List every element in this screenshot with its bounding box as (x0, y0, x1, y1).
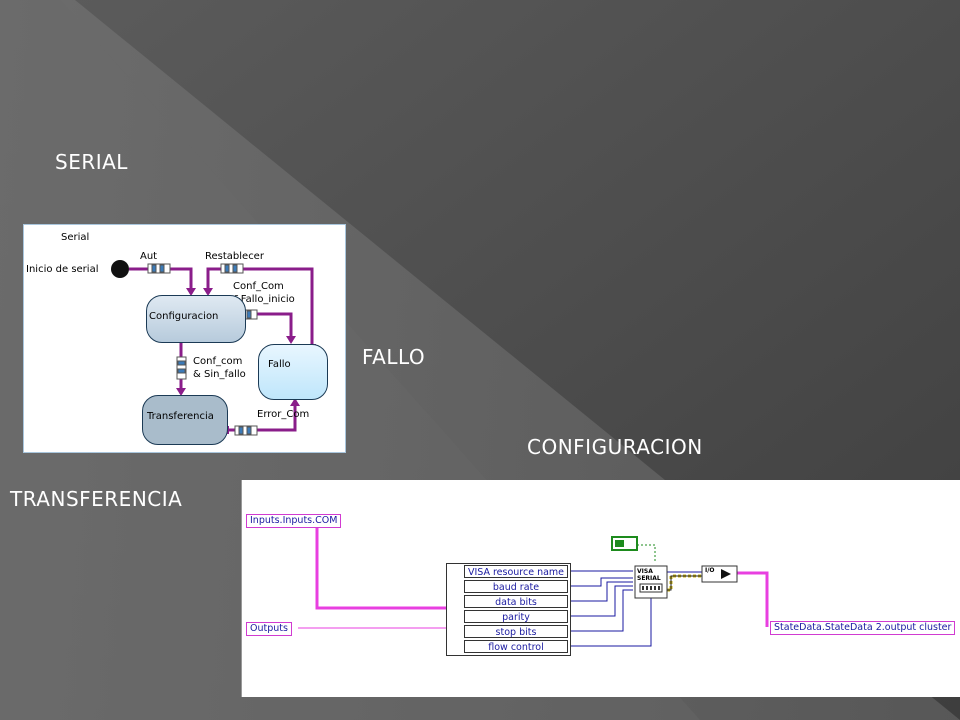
io-icon (701, 565, 738, 583)
statechart-panel: Serial Inicio de serial Aut Restablecer … (23, 224, 346, 453)
output-cluster-terminal[interactable]: StateData.StateData 2.output cluster (770, 621, 956, 635)
blockdiagram-wires (241, 480, 769, 697)
bundle-by-name-node[interactable]: VISA resource name baud rate data bits p… (446, 563, 571, 656)
transition-conf-com-fallo-line2: &Fallo_inicio (233, 294, 295, 305)
bundle-row-stop-bits[interactable]: stop bits (464, 625, 568, 638)
state-fallo[interactable]: Fallo (258, 344, 328, 400)
transition-aut-label: Aut (140, 251, 158, 262)
bundle-row-baud-rate[interactable]: baud rate (464, 580, 568, 593)
transition-restablecer-label: Restablecer (205, 251, 264, 262)
initial-state-label: Inicio de serial (26, 264, 99, 275)
io-icon-label: I/O (705, 567, 715, 574)
bundle-row-flow-control[interactable]: flow control (464, 640, 568, 653)
outputs-terminal[interactable]: Outputs (246, 622, 292, 636)
state-transferencia-label: Transferencia (147, 411, 214, 422)
state-configuracion[interactable]: Configuracion (146, 295, 246, 343)
bundle-row-visa-resource-name[interactable]: VISA resource name (464, 565, 568, 578)
visa-serial-icon (634, 565, 668, 599)
state-configuracion-label: Configuracion (149, 311, 219, 322)
state-fallo-label: Fallo (268, 359, 291, 370)
true-constant-label: T (625, 537, 630, 545)
state-transferencia[interactable]: Transferencia (142, 395, 228, 445)
label-serial: SERIAL (55, 150, 128, 174)
inputs-com-terminal[interactable]: Inputs.Inputs.COM (246, 514, 342, 528)
label-transferencia: TRANSFERENCIA (10, 487, 183, 511)
visa-icon-label: VISA SERIAL (637, 568, 661, 582)
transition-conf-com-fallo-line1: Conf_Com (233, 281, 284, 292)
statechart-wires (23, 224, 346, 453)
label-fallo: FALLO (362, 345, 426, 369)
transition-error-com-label: Error_Com (257, 409, 310, 420)
statechart-title: Serial (61, 232, 90, 243)
label-configuracion: CONFIGURACION (527, 435, 703, 459)
blockdiagram-panel: Inputs.Inputs.COM Outputs StateData.Stat… (241, 480, 960, 697)
initial-state-dot (111, 260, 129, 278)
bundle-row-parity[interactable]: parity (464, 610, 568, 623)
bundle-row-data-bits[interactable]: data bits (464, 595, 568, 608)
transition-conf-com-sin-line1: Conf_com (193, 356, 243, 367)
transition-conf-com-sin-line2: & Sin_fallo (193, 369, 246, 380)
